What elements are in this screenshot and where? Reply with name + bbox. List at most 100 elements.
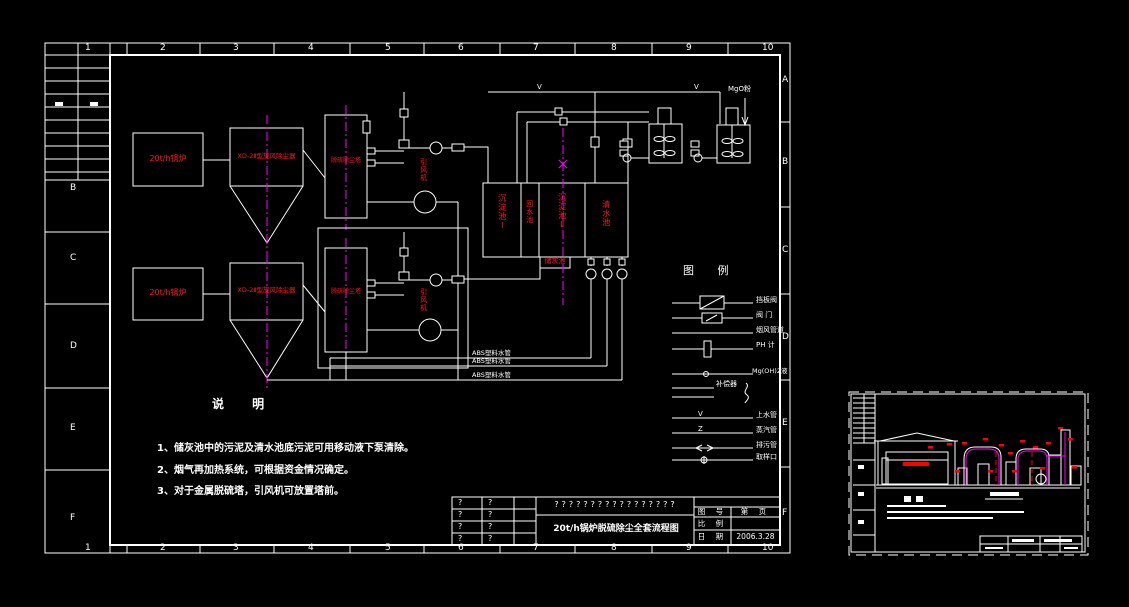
system-2-frame [317,227,469,369]
tower-2-shape [324,238,404,365]
pool-3-label: 沉淀池Ⅱ [557,193,567,230]
rev-mark: ? [458,534,463,543]
legend-symbols [672,295,753,464]
zone-bottom-3: 3 [233,543,239,553]
zone-right-e: E [782,418,788,428]
valve-mark-1: V [537,83,542,91]
fan-2-shape [367,318,458,342]
legend-label-supply-water: 上水管 [756,411,777,419]
legend-symbol-z: Z [698,425,703,433]
mixer-1-shape [648,107,683,164]
legend-label-steam: 蒸汽管 [756,426,777,434]
rev-mark: ? [488,534,493,543]
zone-right-c: C [782,245,789,255]
field-label-drawing-no: 图 号 [697,507,728,516]
mixer-2-shape [716,107,751,164]
zone-top-5: 5 [385,43,391,53]
zone-top-3: 3 [233,43,239,53]
field-value-page: 第 页 [740,507,771,516]
valve-mark-2: V [694,83,699,91]
tower-2-label: 脱硫除尘塔 [330,288,361,295]
zone-bottom-7: 7 [533,543,539,553]
rev-mark: ? [488,498,493,507]
rev-mark: ? [488,522,493,531]
note-line-2: 2、烟气再加热系统，可根据资金情况确定。 [157,465,354,476]
rev-mark: ? [458,498,463,507]
zone-left-f: F [70,513,76,523]
tower-1-label: 脱硫除尘塔 [330,157,361,164]
zone-bottom-9: 9 [686,543,692,553]
legend-label-sample: 取样口 [756,453,777,461]
pump-1-shape [398,92,489,183]
note-line-1: 1、储灰池中的污泥及清水池底污泥可用移动液下泵清除。 [157,443,414,454]
clear-pool-pumps [585,257,628,380]
abs-pipe-label-1: ABS塑料水管 [472,349,511,357]
mixer-pumps [619,98,749,163]
legend-label-damper: 挡板阀 [756,296,777,304]
zone-top-10: 10 [762,43,774,53]
legend-label-ph: PH 计 [756,341,775,349]
zone-left-e: E [70,423,76,433]
mgo-feed-label: MgO粉 [728,85,751,93]
rev-mark: ? [458,510,463,519]
pool-4-label: 清水池 [601,200,611,227]
ash-pool-label: 储灰池 [544,257,566,265]
fan-1-label: 引风机 [419,158,428,182]
rev-mark: ? [488,510,493,519]
boiler-1-shape [132,132,230,187]
pool-2-label: 回水池 [525,200,534,224]
zone-bottom-1: 1 [85,543,91,553]
legend-label-dosing: Mg(OH)2液 [752,367,788,375]
zone-bottom-10: 10 [762,543,774,553]
zone-right-f: F [782,508,788,518]
zone-left-d: D [70,341,77,351]
legend-label-blowdown: 排污管 [756,441,777,449]
zone-top-7: 7 [533,43,539,53]
boiler-2-label: 20t/h锅炉 [149,288,187,297]
abs-pipe-label-3: ABS塑料水管 [472,371,511,379]
zone-top-2: 2 [160,43,166,53]
field-value-date: 2006.3.28 [736,532,775,541]
note-line-3: 3、对于金属脱硫塔，引风机可放置塔前。 [157,486,344,497]
zone-bottom-6: 6 [458,543,464,553]
zone-top-1: 1 [85,43,91,53]
zone-bottom-8: 8 [611,543,617,553]
abs-pipe-label-2: ABS塑料水管 [472,357,511,365]
zone-bottom-4: 4 [308,543,314,553]
mini-sheet [848,391,1089,556]
cyclone-2-shape [229,255,326,390]
zone-top-6: 6 [458,43,464,53]
zone-top-8: 8 [611,43,617,53]
zone-bottom-5: 5 [385,543,391,553]
zone-left-b: B [70,183,77,193]
sheet-border [44,42,791,554]
zone-bottom-2: 2 [160,543,166,553]
field-label-date: 日 期 [697,532,728,541]
cyclone-2-label: XD-2Ⅱ型旋风除尘器 [237,286,296,294]
notes-title: 说 明 [212,397,277,411]
legend-label-valve: 阀 门 [756,311,773,319]
zone-top-9: 9 [686,43,692,53]
drawing-title: 20t/h锅炉脱硫除尘全套流程图 [553,524,679,534]
fan-2-label: 引风机 [419,288,428,312]
company-row: ????????????????? [554,500,678,509]
fan-1-shape [367,190,459,380]
rev-mark: ? [458,522,463,531]
pools-shape [482,128,629,305]
zone-right-b: B [782,157,789,167]
zone-left-c: C [70,253,77,263]
cyclone-1-label: XD-2Ⅱ型旋风除尘器 [237,152,296,160]
drain-lines [267,352,622,381]
field-label-scale: 比 例 [697,519,728,528]
pump-2-shape [398,232,541,287]
zone-right-d: D [782,332,789,342]
zone-right-a: A [782,75,789,85]
top-piping [488,91,721,183]
tower-1-shape [324,105,404,230]
boiler-2-shape [132,267,230,321]
legend-label-duct: 烟风管道 [756,326,784,334]
legend-title: 图 例 [683,264,739,277]
boiler-1-label: 20t/h锅炉 [149,154,187,163]
